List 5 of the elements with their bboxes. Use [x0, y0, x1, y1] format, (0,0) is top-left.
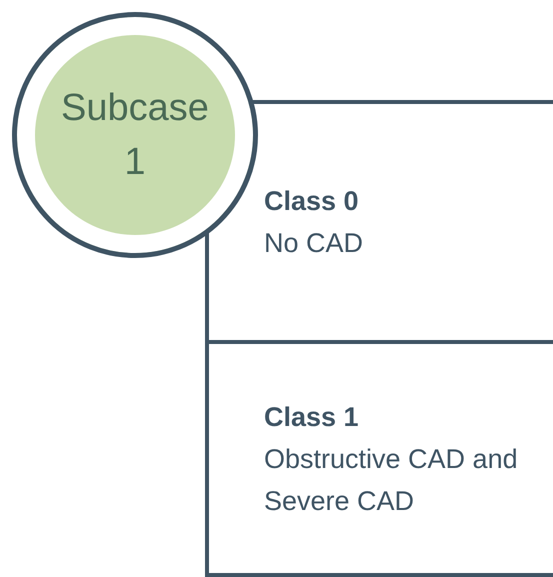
subcase-label: Subcase 1: [60, 86, 210, 185]
class-description: Obstructive CAD and Severe CAD: [264, 442, 519, 518]
class-description: No CAD: [264, 227, 364, 260]
class-heading: Class 1: [264, 400, 360, 434]
class-heading: Class 0: [264, 185, 360, 218]
